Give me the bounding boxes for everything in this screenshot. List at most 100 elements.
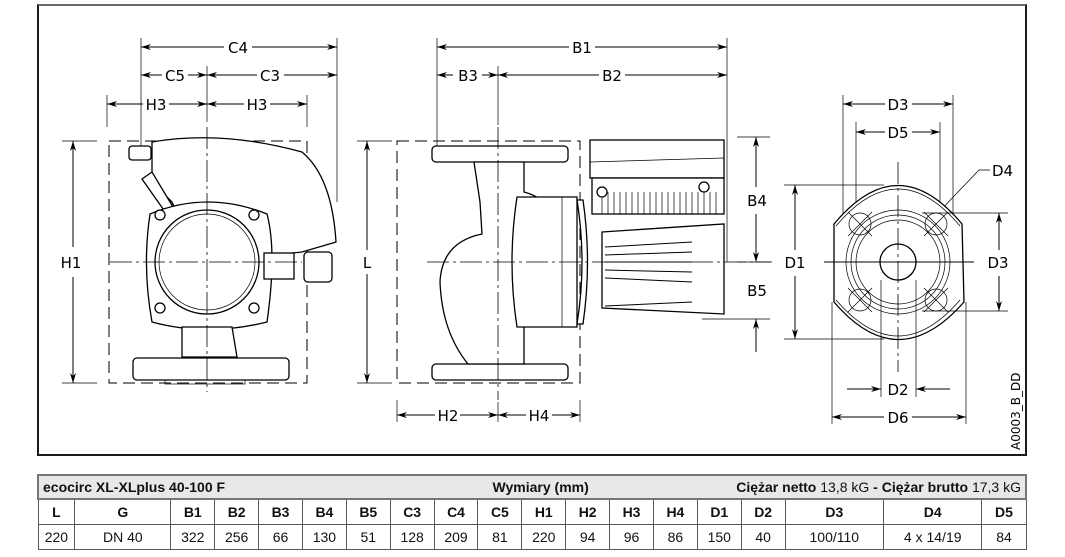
dimension-d5: D5 [856, 124, 940, 142]
cell-b5: 51 [345, 524, 391, 550]
weight-separator: - [873, 479, 882, 495]
column-header-d1: D1 [696, 498, 742, 525]
drawing-canvas: C4 C5 C3 H3 [61, 38, 1023, 450]
drawing-code: A0003_B_DD [1009, 373, 1023, 450]
cell-d5: 84 [981, 524, 1027, 550]
column-header-g: G [74, 498, 172, 525]
dimensions-table: ecocirc XL-XLplus 40-100 F Wymiary (mm) … [37, 474, 1027, 550]
dimension-d1: D1 [784, 185, 806, 339]
pump-side-illustration [431, 139, 725, 381]
column-header-h4: H4 [652, 498, 698, 525]
label-h2: H2 [438, 407, 459, 425]
column-header-c5: C5 [477, 498, 523, 525]
dimension-b4: B4 [747, 137, 767, 262]
cell-b1: 322 [170, 524, 216, 550]
column-header-b4: B4 [301, 498, 347, 525]
dimension-h1: H1 [61, 141, 82, 383]
dimension-d2: D2 [847, 381, 950, 399]
cell-b4: 130 [301, 524, 347, 550]
dimension-b3: B3 [437, 67, 498, 85]
cell-l: 220 [37, 524, 76, 550]
label-c4: C4 [228, 39, 248, 57]
label-d4: D4 [992, 162, 1013, 180]
dimension-b1: B1 [437, 39, 727, 57]
cell-b3: 66 [258, 524, 303, 550]
dimensions-label: Wymiary (mm) [492, 479, 589, 495]
column-header-b3: B3 [258, 498, 303, 525]
label-d3-top: D3 [887, 96, 908, 114]
label-b4: B4 [747, 192, 767, 210]
cell-d1: 150 [696, 524, 742, 550]
column-header-c4: C4 [433, 498, 479, 525]
dimension-b2: B2 [498, 67, 727, 85]
dimension-h4: H4 [498, 407, 580, 425]
label-b1: B1 [572, 39, 592, 57]
flange-view: D3 D5 D4 [784, 95, 1013, 427]
dimension-c5: C5 [141, 67, 207, 85]
label-h4: H4 [529, 407, 550, 425]
label-h1: H1 [61, 254, 82, 272]
cell-c5: 81 [477, 524, 523, 550]
cell-h3: 96 [609, 524, 654, 550]
cell-g: DN 40 [74, 524, 172, 550]
cell-h1: 220 [521, 524, 567, 550]
cell-b2: 256 [214, 524, 260, 550]
label-b2: B2 [602, 67, 622, 85]
label-d1: D1 [784, 254, 805, 272]
column-header-h3: H3 [609, 498, 654, 525]
net-weight-label: Ciężar netto [736, 479, 817, 495]
label-b3: B3 [458, 67, 478, 85]
cooling-fins [601, 192, 717, 214]
dimension-h3-right: H3 [207, 96, 307, 114]
cell-d2: 40 [740, 524, 786, 550]
column-header-b2: B2 [214, 498, 260, 525]
column-header-h1: H1 [521, 498, 567, 525]
dimension-l: L [363, 141, 372, 383]
label-l: L [363, 254, 372, 272]
table-title-row: ecocirc XL-XLplus 40-100 F Wymiary (mm) … [37, 474, 1027, 500]
front-view: C4 C5 C3 H3 [61, 38, 338, 392]
weights: Ciężar netto 13,8 kG - Ciężar brutto 17,… [736, 479, 1021, 495]
column-header-c3: C3 [389, 498, 435, 525]
label-b5: B5 [747, 282, 767, 300]
label-d2: D2 [887, 381, 908, 399]
label-d3-right: D3 [987, 254, 1008, 272]
gross-weight-value: 17,3 kG [971, 479, 1021, 495]
column-header-d2: D2 [740, 498, 786, 525]
cell-c4: 209 [433, 524, 479, 550]
cell-c3: 128 [389, 524, 435, 550]
model-name: ecocirc XL-XLplus 40-100 F [43, 479, 226, 495]
net-weight-value: 13,8 kG [820, 479, 870, 495]
label-d6: D6 [887, 409, 908, 427]
label-d5: D5 [887, 124, 908, 142]
column-header-b1: B1 [170, 498, 216, 525]
dimension-c3: C3 [207, 67, 337, 85]
column-header-l: L [37, 498, 76, 525]
dimension-b5: B5 [747, 282, 767, 352]
cell-d4: 4 x 14/19 [883, 524, 983, 550]
label-h3-right: H3 [247, 96, 268, 114]
dimension-h2: H2 [397, 407, 498, 425]
label-h3-left: H3 [146, 96, 167, 114]
dimension-d6: D6 [832, 409, 966, 427]
column-header-b5: B5 [345, 498, 391, 525]
technical-drawing: C4 C5 C3 H3 [37, 4, 1027, 456]
dimension-d3-right: D3 [987, 213, 1009, 311]
column-header-h2: H2 [565, 498, 611, 525]
pump-front-illustration [128, 137, 337, 385]
label-c3: C3 [260, 67, 280, 85]
side-view: B1 B3 B2 L [357, 38, 772, 425]
label-c5: C5 [165, 67, 185, 85]
bolt-holes [847, 211, 949, 313]
dimension-c4: C4 [141, 39, 337, 57]
cell-h2: 94 [565, 524, 611, 550]
column-header-d3: D3 [784, 498, 885, 525]
dimension-h3-left: H3 [107, 96, 207, 114]
dimension-d3-top: D3 [843, 96, 953, 114]
cell-h4: 86 [652, 524, 698, 550]
column-header-d5: D5 [981, 498, 1027, 525]
cell-d3: 100/110 [784, 524, 885, 550]
gross-weight-label: Ciężar brutto [881, 479, 969, 495]
